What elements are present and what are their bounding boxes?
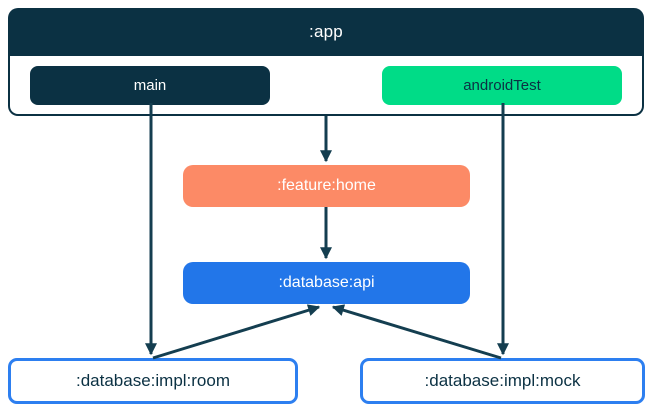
node-android-test: androidTest — [382, 65, 622, 105]
node-main-label: main — [133, 76, 167, 94]
edge-impl-mock-to-database-api — [331, 304, 502, 360]
node-database-impl-mock: :database:impl:mock — [360, 358, 645, 404]
node-android-test-label: androidTest — [463, 76, 541, 94]
node-database-impl-room-label: :database:impl:room — [75, 371, 231, 390]
node-main: main — [30, 65, 270, 105]
node-database-impl-room: :database:impl:room — [8, 358, 298, 404]
node-app-label: :app — [309, 22, 343, 41]
node-app: :app main androidTest — [8, 8, 644, 116]
node-database-impl-mock-label: :database:impl:mock — [424, 371, 581, 390]
node-feature-home: :feature:home — [183, 165, 470, 207]
node-database-api: :database:api — [183, 262, 470, 304]
node-database-api-label: :database:api — [278, 274, 375, 291]
node-app-body: main androidTest — [10, 56, 642, 114]
node-feature-home-label: :feature:home — [277, 177, 376, 194]
edge-impl-room-to-database-api — [152, 304, 321, 360]
